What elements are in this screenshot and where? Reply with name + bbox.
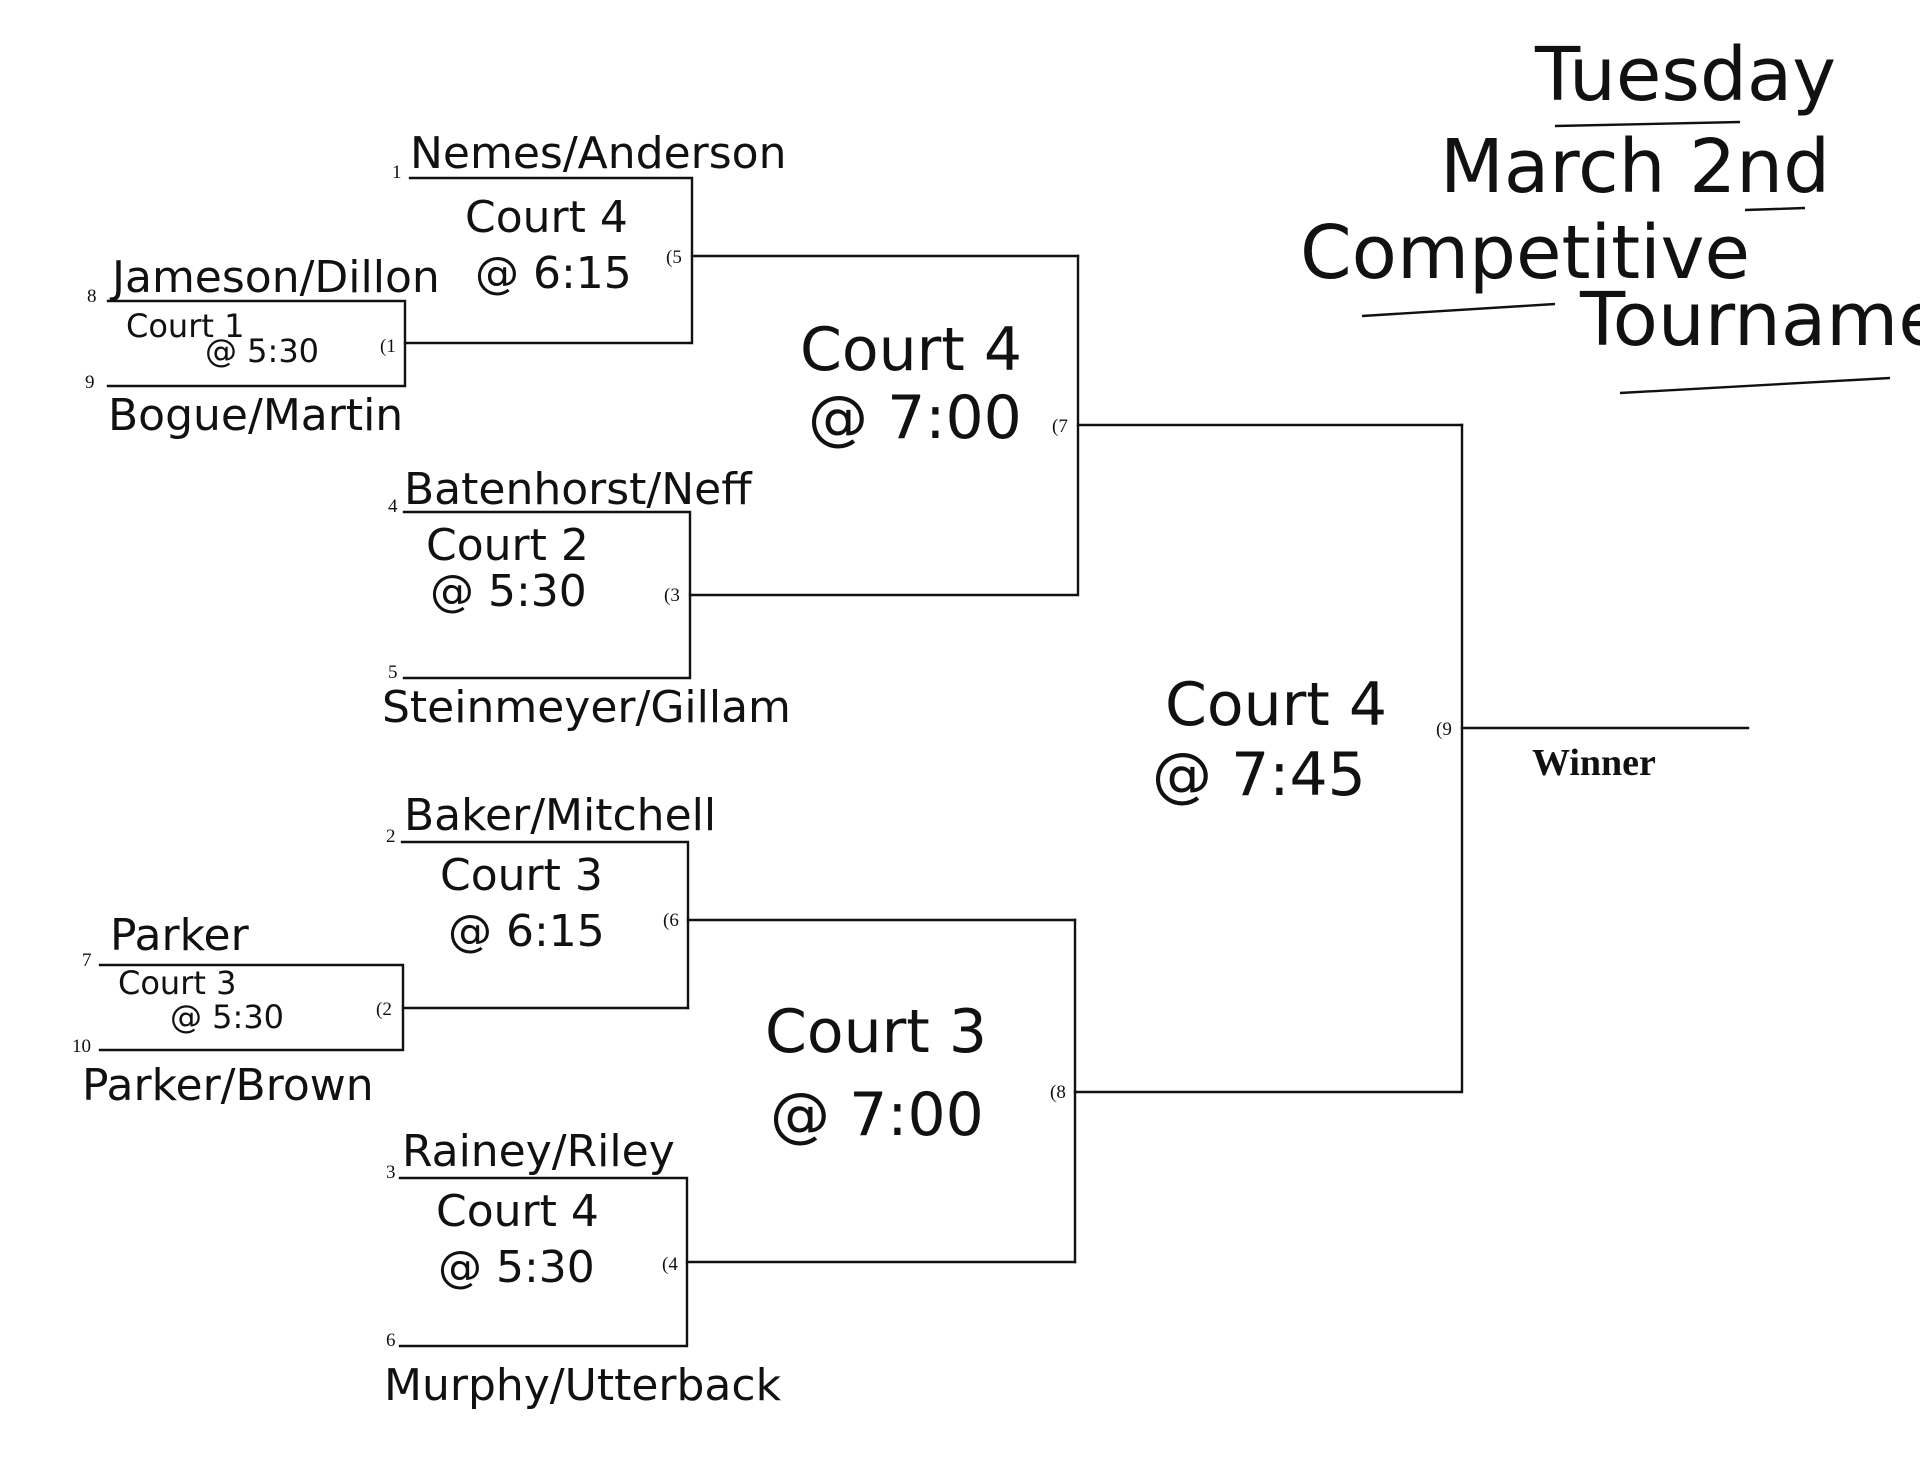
game-number: (9 [1436,719,1452,740]
game-court: Court 3 [765,997,987,1067]
title-event-line1: Competitive [1300,210,1750,296]
game-number: (4 [662,1254,678,1275]
game-6: 2 Baker/Mitchell Court 3 @ 6:15 (6 [386,790,1077,1010]
game-court: Court 3 [440,850,603,901]
title-day: Tuesday [1534,32,1836,118]
team-name: Baker/Mitchell [404,790,716,841]
seed-label: 1 [392,162,402,183]
winner-label: Winner [1532,742,1656,784]
team-name: Parker [110,910,250,961]
game-time: @ 5:30 [438,1242,595,1293]
team-name: Nemes/Anderson [410,128,786,179]
game-time: @ 7:00 [770,1080,984,1150]
game-court: Court 2 [426,520,589,571]
game-3: 4 Batenhorst/Neff 5 Steinmeyer/Gillam Co… [382,464,1078,733]
bracket-title: Tuesday March 2nd Competitive Tournament [1300,32,1920,395]
game-court: Court 4 [465,192,628,243]
seed-label: 9 [85,372,95,393]
game-court: Court 4 [436,1186,599,1237]
game-number: (8 [1050,1082,1066,1103]
title-event-line2: Tournament [1579,277,1920,363]
title-event-line1-underline [1361,302,1556,318]
game-number: (1 [380,336,396,357]
game-time: @ 6:15 [448,906,605,957]
title-day-underline [1554,120,1741,128]
team-name: Batenhorst/Neff [404,464,753,515]
game-number: (6 [663,910,679,931]
seed-label: 3 [386,1162,396,1183]
game-court: Court 4 [800,315,1022,385]
game-time: @ 5:30 [170,998,284,1036]
game-5: 1 Nemes/Anderson Court 4 @ 6:15 (5 [392,128,1080,345]
game-time: @ 6:15 [475,248,632,299]
game-court: Court 3 [118,964,236,1002]
game-4: 3 Rainey/Riley 6 Murphy/Utterback Court … [384,1126,1077,1411]
seed-label: 6 [386,1330,396,1351]
game-number: (7 [1052,416,1068,437]
title-date: March 2nd [1440,124,1830,210]
seed-label: 7 [82,950,92,971]
seed-label: 2 [386,826,396,847]
game-court: Court 1 [126,307,244,345]
game-number: (5 [666,247,682,268]
team-name: Murphy/Utterback [384,1360,782,1411]
title-event-line2-underline [1619,376,1891,395]
team-name: Parker/Brown [82,1060,374,1111]
game-time: @ 5:30 [430,566,587,617]
game-7: Court 4 @ 7:00 (7 [800,254,1464,597]
seed-label: 8 [87,286,97,307]
seed-label: 10 [72,1036,91,1057]
game-1: 8 Jameson/Dillon 9 Bogue/Martin Court 1 … [85,252,692,441]
game-number: (2 [376,999,392,1020]
game-time: @ 7:00 [808,383,1022,453]
game-court: Court 4 [1165,670,1387,740]
team-name: Bogue/Martin [108,390,403,441]
seed-label: 4 [388,496,398,517]
game-number: (3 [664,585,680,606]
game-8: Court 3 @ 7:00 (8 [765,918,1462,1264]
team-name: Steinmeyer/Gillam [382,682,791,733]
game-2: 7 Parker 10 Parker/Brown Court 3 @ 5:30 … [72,910,690,1111]
game-6-top-line [400,840,690,1010]
game-5-top-line [408,176,694,345]
team-name: Rainey/Riley [402,1126,675,1177]
game-time: @ 5:30 [205,332,319,370]
team-name: Jameson/Dillon [109,252,440,303]
game-time: @ 7:45 [1152,740,1366,810]
game-9: Court 4 @ 7:45 (9 Winner [1152,423,1750,1094]
title-date-underline [1744,206,1806,212]
seed-label: 5 [388,662,398,683]
